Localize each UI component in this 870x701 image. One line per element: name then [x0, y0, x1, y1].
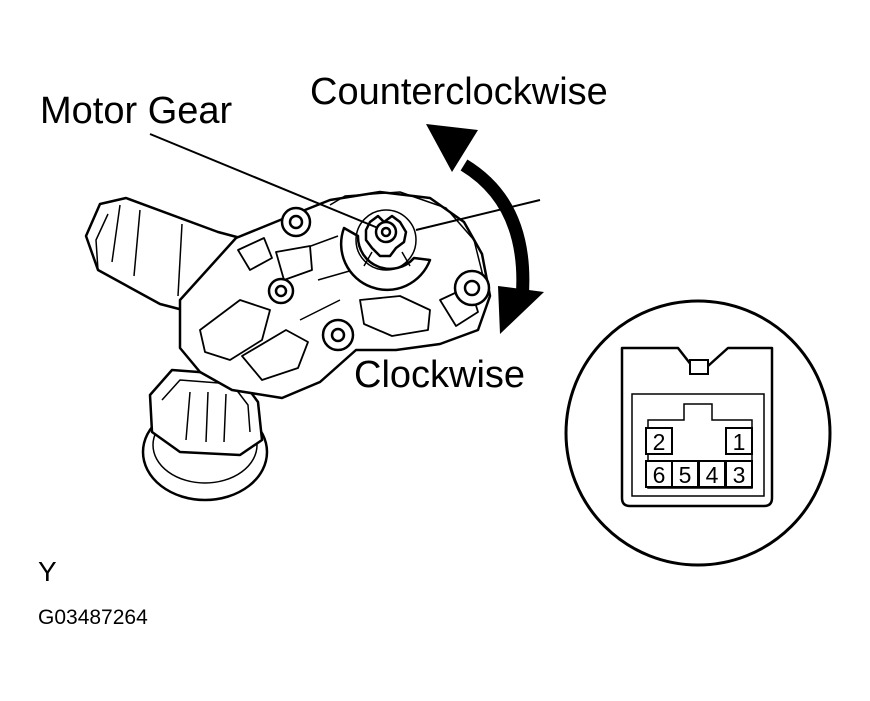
rotation-double-arrow: [426, 124, 544, 334]
connector-view: [564, 299, 832, 567]
mounting-bosses: [267, 206, 491, 352]
connector-pin-cells: [645, 427, 753, 488]
counterclockwise-label: Counterclockwise: [310, 71, 608, 113]
connector-inner-frame: [631, 393, 765, 497]
leader-lines: [149, 133, 541, 231]
connector-lock-tab: [689, 359, 709, 375]
connector-pin-number: 6: [652, 462, 666, 488]
clockwise-label: Clockwise: [354, 354, 526, 396]
motor-gear-leader-line: [149, 133, 379, 229]
figure-code-label: G03487264: [38, 606, 148, 629]
motor-gear-label: Motor Gear: [40, 90, 233, 132]
motor-gear-assembly: [339, 209, 432, 292]
connector-pin-number: 3: [732, 462, 746, 488]
regulator-motor: [84, 190, 492, 502]
connector-pin-number: 5: [678, 462, 692, 488]
connector-pin-number: 2: [652, 429, 666, 455]
counterclockwise-arrow-head: [426, 124, 478, 172]
view-letter-label: Y: [38, 556, 57, 587]
connector-pin-number: 1: [732, 429, 746, 455]
rotation-axis-leader-line: [415, 199, 541, 231]
clockwise-arrow-head: [498, 286, 544, 334]
connector-pin-number: 4: [705, 462, 719, 488]
rotation-arc: [460, 159, 530, 301]
